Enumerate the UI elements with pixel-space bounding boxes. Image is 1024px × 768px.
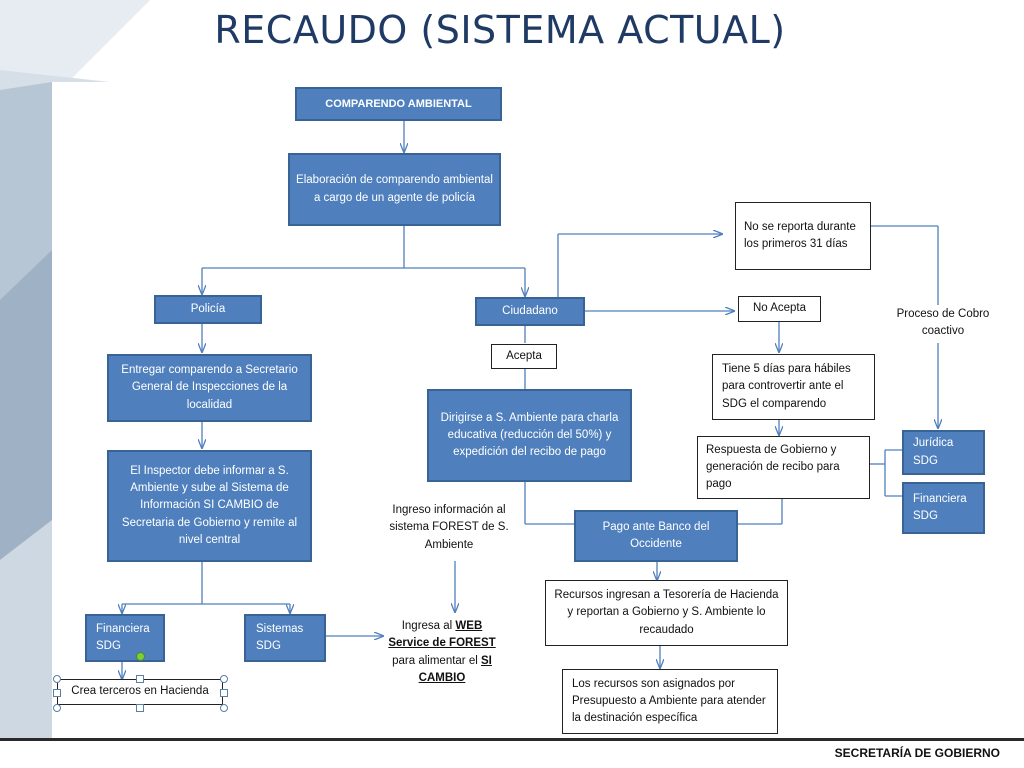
node-elaboracion-comparendo: Elaboración de comparendo ambiental a ca… [288, 153, 501, 226]
node-juridica-sdg: Jurídica SDG [902, 430, 985, 475]
label-ingreso-forest: Ingreso información al sistema FOREST de… [389, 504, 509, 551]
selection-handle[interactable] [136, 704, 144, 712]
label-proceso-cobro-coactivo: Proceso de Cobro coactivo [896, 308, 990, 338]
node-recursos-presupuesto: Los recursos son asignados por Presupues… [562, 669, 778, 734]
web-service-text-3: para alimentar el [392, 654, 481, 667]
selection-handle[interactable] [53, 675, 61, 683]
web-service-text-1: Ingresa al [401, 620, 456, 632]
label-web-service-forest: Ingresa al WEB Service de FOREST para al… [383, 618, 501, 687]
node-comparendo-ambiental: COMPARENDO AMBIENTAL [295, 87, 502, 121]
node-respuesta-gobierno: Respuesta de Gobierno y generación de re… [697, 436, 870, 499]
footer-label: SECRETARÍA DE GOBIERNO [834, 746, 1000, 760]
node-inspector-informa: El Inspector debe informar a S. Ambiente… [107, 450, 312, 562]
node-dirigirse-s-ambiente: Dirigirse a S. Ambiente para charla educ… [427, 389, 632, 482]
node-ciudadano: Ciudadano [475, 297, 585, 326]
rotation-handle[interactable] [136, 652, 145, 661]
web-service-text-2: WEB Service de FOREST [388, 620, 496, 650]
node-recursos-tesoreria: Recursos ingresan a Tesorería de Haciend… [545, 580, 788, 646]
web-service-text-4: SI CAMBIO [418, 654, 492, 684]
footer-divider [0, 738, 1024, 741]
selection-handle[interactable] [220, 704, 228, 712]
node-acepta: Acepta [491, 344, 557, 369]
selection-handle[interactable] [136, 675, 144, 683]
node-policia: Policía [154, 295, 262, 324]
selection-handle[interactable] [53, 689, 61, 697]
node-tiene-5-dias: Tiene 5 días para hábiles para controver… [712, 354, 875, 420]
node-no-se-reporta: No se reporta durante los primeros 31 dí… [735, 202, 871, 270]
node-entregar-comparendo: Entregar comparendo a Secretario General… [107, 354, 312, 422]
selection-handle[interactable] [220, 689, 228, 697]
selection-handle[interactable] [220, 675, 228, 683]
selection-handle[interactable] [53, 704, 61, 712]
node-sistemas-sdg: Sistemas SDG [244, 614, 326, 662]
node-pago-banco-occidente: Pago ante Banco del Occidente [574, 510, 738, 562]
node-no-acepta: No Acepta [738, 296, 821, 322]
node-financiera-sdg-right: Financiera SDG [902, 482, 985, 534]
page-title: RECAUDO (SISTEMA ACTUAL) [214, 8, 786, 52]
node-financiera-sdg-left: Financiera SDG [85, 614, 165, 662]
